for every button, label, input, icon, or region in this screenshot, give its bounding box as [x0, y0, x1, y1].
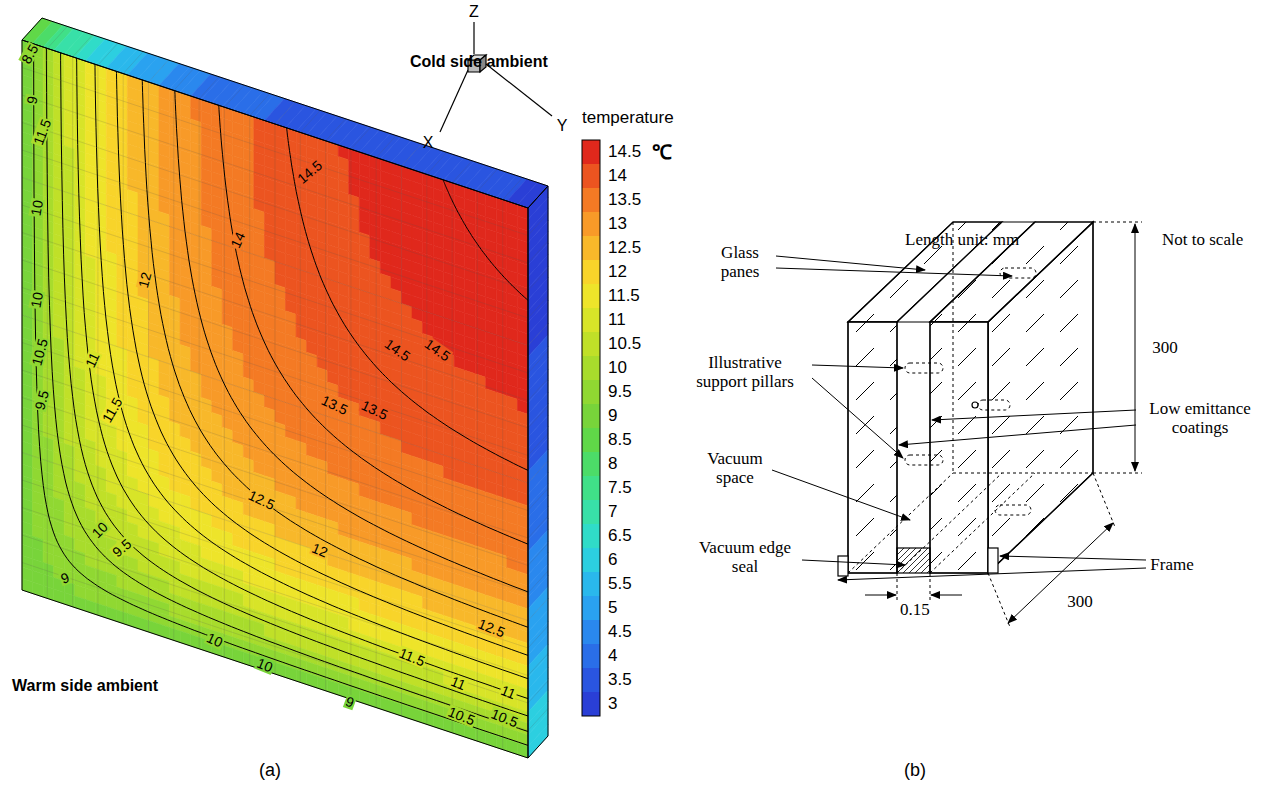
temperature-field: [22, 18, 548, 758]
